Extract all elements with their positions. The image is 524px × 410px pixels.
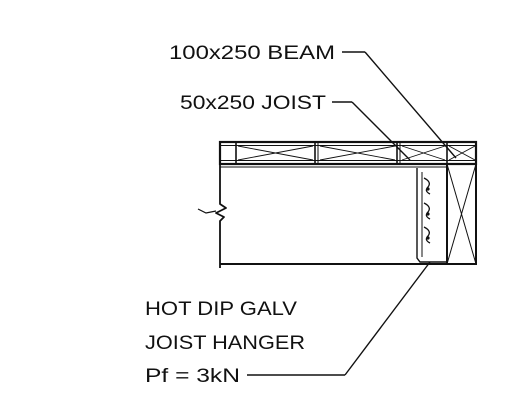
label-hanger-line-3: Pf = 3kN xyxy=(145,366,240,387)
joist-section-2 xyxy=(319,145,396,161)
leader-joist xyxy=(332,101,411,161)
joist-hanger xyxy=(416,168,446,263)
label-hanger-line-1: HOT DIP GALV xyxy=(145,299,297,320)
break-line xyxy=(215,142,227,268)
joist-elevation xyxy=(197,142,447,268)
label-beam: 100x250 BEAM xyxy=(169,43,335,64)
leader-hanger xyxy=(247,261,431,376)
label-joist: 50x250 JOIST xyxy=(180,93,326,114)
joist-section-4 xyxy=(448,145,476,161)
label-hanger-line-2: JOIST HANGER xyxy=(145,333,305,354)
beam-section xyxy=(446,163,477,265)
joist-section-3 xyxy=(401,145,446,161)
leader-beam xyxy=(342,51,457,159)
decking-strip xyxy=(218,140,478,166)
joist-section-1 xyxy=(237,145,314,161)
